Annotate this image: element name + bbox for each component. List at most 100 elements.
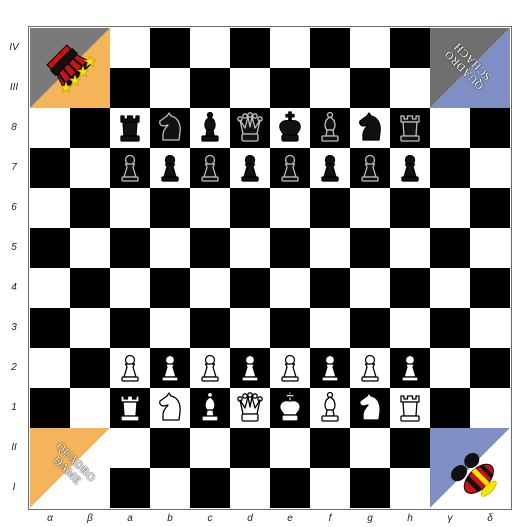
square-gIV[interactable]	[350, 28, 390, 68]
white-bishop-icon[interactable]	[310, 388, 350, 428]
square-f7[interactable]	[310, 148, 350, 188]
black-king-icon[interactable]	[270, 108, 310, 148]
square-h6[interactable]	[390, 188, 430, 228]
square-a1[interactable]	[110, 388, 150, 428]
square-f4[interactable]	[310, 268, 350, 308]
square-β4[interactable]	[70, 268, 110, 308]
square-cII[interactable]	[190, 428, 230, 468]
black-rook-icon[interactable]	[390, 108, 430, 148]
square-d6[interactable]	[230, 188, 270, 228]
white-pawn-icon[interactable]	[230, 348, 270, 388]
square-δ2[interactable]	[470, 348, 510, 388]
square-h2[interactable]	[390, 348, 430, 388]
square-g6[interactable]	[350, 188, 390, 228]
black-pawn-icon[interactable]	[150, 148, 190, 188]
white-rook-icon[interactable]	[390, 388, 430, 428]
white-knight-icon[interactable]	[350, 388, 390, 428]
square-δ1[interactable]	[470, 388, 510, 428]
black-rook-icon[interactable]	[110, 108, 150, 148]
square-eIII[interactable]	[270, 68, 310, 108]
square-fIII[interactable]	[310, 68, 350, 108]
square-bIII[interactable]	[150, 68, 190, 108]
square-e4[interactable]	[270, 268, 310, 308]
square-b7[interactable]	[150, 148, 190, 188]
square-hIV[interactable]	[390, 28, 430, 68]
square-b2[interactable]	[150, 348, 190, 388]
square-dIV[interactable]	[230, 28, 270, 68]
square-aIII[interactable]	[110, 68, 150, 108]
white-pawn-icon[interactable]	[110, 348, 150, 388]
square-α1[interactable]	[30, 388, 70, 428]
square-fI[interactable]	[310, 468, 350, 508]
white-pawn-icon[interactable]	[310, 348, 350, 388]
square-d5[interactable]	[230, 228, 270, 268]
square-d1[interactable]	[230, 388, 270, 428]
square-a6[interactable]	[110, 188, 150, 228]
square-δ6[interactable]	[470, 188, 510, 228]
square-γ8[interactable]	[430, 108, 470, 148]
square-α6[interactable]	[30, 188, 70, 228]
square-c4[interactable]	[190, 268, 230, 308]
square-δ8[interactable]	[470, 108, 510, 148]
square-γ2[interactable]	[430, 348, 470, 388]
black-pawn-icon[interactable]	[390, 148, 430, 188]
square-γ6[interactable]	[430, 188, 470, 228]
square-aI[interactable]	[110, 468, 150, 508]
square-h4[interactable]	[390, 268, 430, 308]
black-pawn-icon[interactable]	[270, 148, 310, 188]
square-β8[interactable]	[70, 108, 110, 148]
square-α8[interactable]	[30, 108, 70, 148]
black-bishop-icon[interactable]	[310, 108, 350, 148]
square-c5[interactable]	[190, 228, 230, 268]
square-g8[interactable]	[350, 108, 390, 148]
square-h3[interactable]	[390, 308, 430, 348]
square-γ5[interactable]	[430, 228, 470, 268]
square-f8[interactable]	[310, 108, 350, 148]
square-d8[interactable]	[230, 108, 270, 148]
square-α2[interactable]	[30, 348, 70, 388]
square-f2[interactable]	[310, 348, 350, 388]
square-f1[interactable]	[310, 388, 350, 428]
square-b1[interactable]	[150, 388, 190, 428]
black-knight-icon[interactable]	[350, 108, 390, 148]
square-b4[interactable]	[150, 268, 190, 308]
square-f3[interactable]	[310, 308, 350, 348]
square-a3[interactable]	[110, 308, 150, 348]
black-pawn-icon[interactable]	[310, 148, 350, 188]
square-gIII[interactable]	[350, 68, 390, 108]
square-γ7[interactable]	[430, 148, 470, 188]
square-g4[interactable]	[350, 268, 390, 308]
black-pawn-icon[interactable]	[230, 148, 270, 188]
square-hII[interactable]	[390, 428, 430, 468]
square-c6[interactable]	[190, 188, 230, 228]
square-β1[interactable]	[70, 388, 110, 428]
square-c8[interactable]	[190, 108, 230, 148]
square-d2[interactable]	[230, 348, 270, 388]
square-δ3[interactable]	[470, 308, 510, 348]
black-pawn-icon[interactable]	[190, 148, 230, 188]
square-γ1[interactable]	[430, 388, 470, 428]
square-cIV[interactable]	[190, 28, 230, 68]
white-pawn-icon[interactable]	[390, 348, 430, 388]
square-cI[interactable]	[190, 468, 230, 508]
square-α4[interactable]	[30, 268, 70, 308]
square-gII[interactable]	[350, 428, 390, 468]
square-β2[interactable]	[70, 348, 110, 388]
square-γ3[interactable]	[430, 308, 470, 348]
square-bI[interactable]	[150, 468, 190, 508]
square-cIII[interactable]	[190, 68, 230, 108]
square-a2[interactable]	[110, 348, 150, 388]
square-g3[interactable]	[350, 308, 390, 348]
square-e2[interactable]	[270, 348, 310, 388]
white-pawn-icon[interactable]	[150, 348, 190, 388]
white-bishop-icon[interactable]	[190, 388, 230, 428]
square-d4[interactable]	[230, 268, 270, 308]
white-rook-icon[interactable]	[110, 388, 150, 428]
square-g2[interactable]	[350, 348, 390, 388]
square-g5[interactable]	[350, 228, 390, 268]
square-δ5[interactable]	[470, 228, 510, 268]
square-b6[interactable]	[150, 188, 190, 228]
square-h5[interactable]	[390, 228, 430, 268]
square-e3[interactable]	[270, 308, 310, 348]
square-hIII[interactable]	[390, 68, 430, 108]
